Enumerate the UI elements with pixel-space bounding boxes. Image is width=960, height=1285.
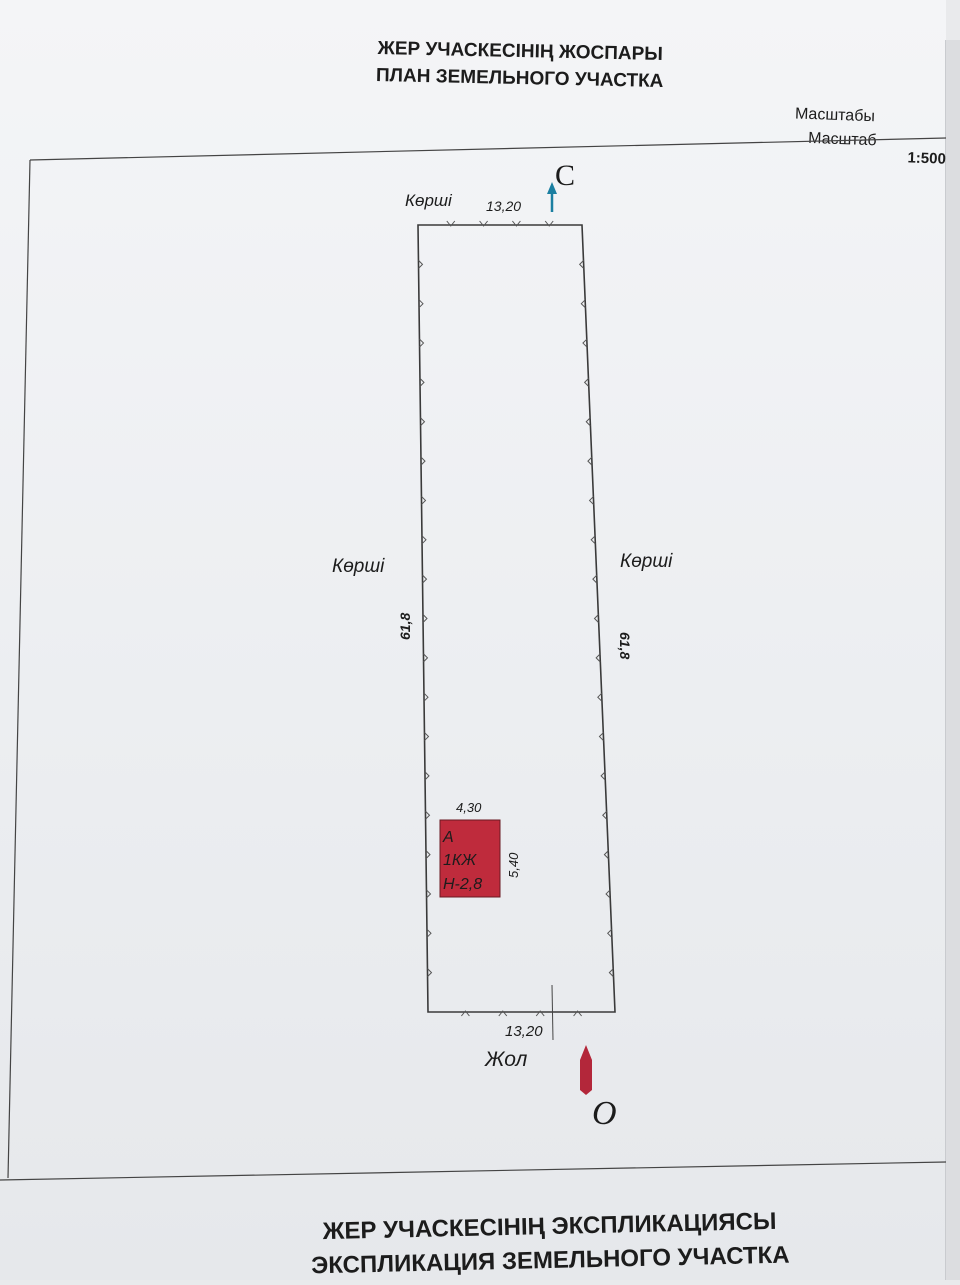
boundary-tick	[606, 928, 613, 938]
boundary-tick	[421, 496, 427, 505]
boundary-tick-marks	[418, 220, 614, 1017]
boundary-tick	[422, 614, 428, 623]
boundary-tick	[424, 732, 430, 741]
boundary-tick	[573, 1010, 582, 1017]
boundary-tick	[592, 574, 598, 584]
underlying-page-edge	[945, 40, 960, 1280]
building-width-dimension: 4,30	[456, 800, 482, 815]
plot-boundary	[417, 224, 616, 1013]
building-a	[439, 819, 501, 898]
boundary-tick	[424, 771, 430, 781]
boundary-tick	[420, 456, 426, 466]
boundary-tick	[427, 968, 433, 978]
boundary-tick	[426, 928, 432, 938]
right-dimension: 61,8	[617, 632, 633, 659]
right-neighbor-label: Көрші	[620, 551, 673, 572]
boundary-tick	[446, 220, 456, 227]
boundary-tick	[418, 299, 424, 309]
bottom-dimension: 13,20	[505, 1023, 543, 1040]
building-label-height: Н-2,8	[443, 876, 482, 893]
boundary-tick	[603, 850, 609, 859]
boundary-tick	[600, 771, 606, 781]
boundary-tick	[597, 692, 603, 702]
boundary-tick	[498, 1010, 508, 1017]
top-neighbor-label: Көрші	[405, 191, 453, 210]
boundary-tick	[593, 614, 599, 623]
boundary-tick	[423, 653, 429, 663]
boundary-tick	[419, 378, 425, 387]
north-letter: С	[555, 159, 575, 192]
boundary-tick	[582, 338, 588, 348]
boundary-tick	[580, 299, 586, 309]
frame-bottom-line	[0, 1161, 946, 1181]
boundary-tick	[587, 456, 593, 466]
boundary-tick	[590, 535, 596, 545]
boundary-tick	[544, 220, 554, 227]
frame-left-line	[7, 159, 31, 1179]
boundary-tick	[595, 653, 601, 663]
boundary-tick	[420, 417, 426, 427]
boundary-tick	[583, 378, 589, 387]
boundary-tick	[419, 338, 425, 348]
boundary-tick	[479, 220, 488, 227]
building-label-type: 1КЖ	[443, 852, 477, 869]
boundary-tick	[578, 259, 585, 269]
boundary-tick	[535, 1010, 545, 1017]
boundary-tick	[585, 417, 591, 427]
boundary-tick	[423, 692, 429, 702]
south-letter: О	[592, 1095, 617, 1132]
entrance-arrow-icon	[580, 1045, 592, 1095]
top-dimension: 13,20	[486, 198, 521, 214]
north-arrow-icon	[547, 182, 557, 212]
boundary-tick	[425, 810, 431, 820]
frame-top-line	[29, 137, 946, 161]
building-depth-dimension: 5,40	[506, 852, 521, 878]
boundary-tick	[602, 810, 608, 820]
boundary-tick	[598, 732, 604, 741]
boundary-tick	[422, 574, 428, 584]
entrance-marker-line	[551, 984, 554, 1041]
road-label: Жол	[484, 1048, 527, 1071]
boundary-tick	[418, 259, 424, 269]
boundary-tick	[421, 535, 427, 545]
boundary-tick	[426, 889, 432, 899]
boundary-tick	[425, 850, 431, 859]
left-dimension: 61,8	[397, 613, 413, 640]
boundary-tick	[608, 968, 614, 978]
boundary-tick	[461, 1010, 470, 1017]
building-label-letter: А	[442, 829, 454, 846]
boundary-tick	[588, 496, 594, 505]
left-neighbor-label: Көрші	[332, 556, 385, 577]
boundary-tick	[512, 220, 521, 227]
explication-header: ЖЕР УЧАСКЕСІНІҢ ЭКСПЛИКАЦИЯСЫ ЭКСПЛИКАЦИ…	[249, 1203, 850, 1285]
boundary-tick	[605, 889, 611, 899]
